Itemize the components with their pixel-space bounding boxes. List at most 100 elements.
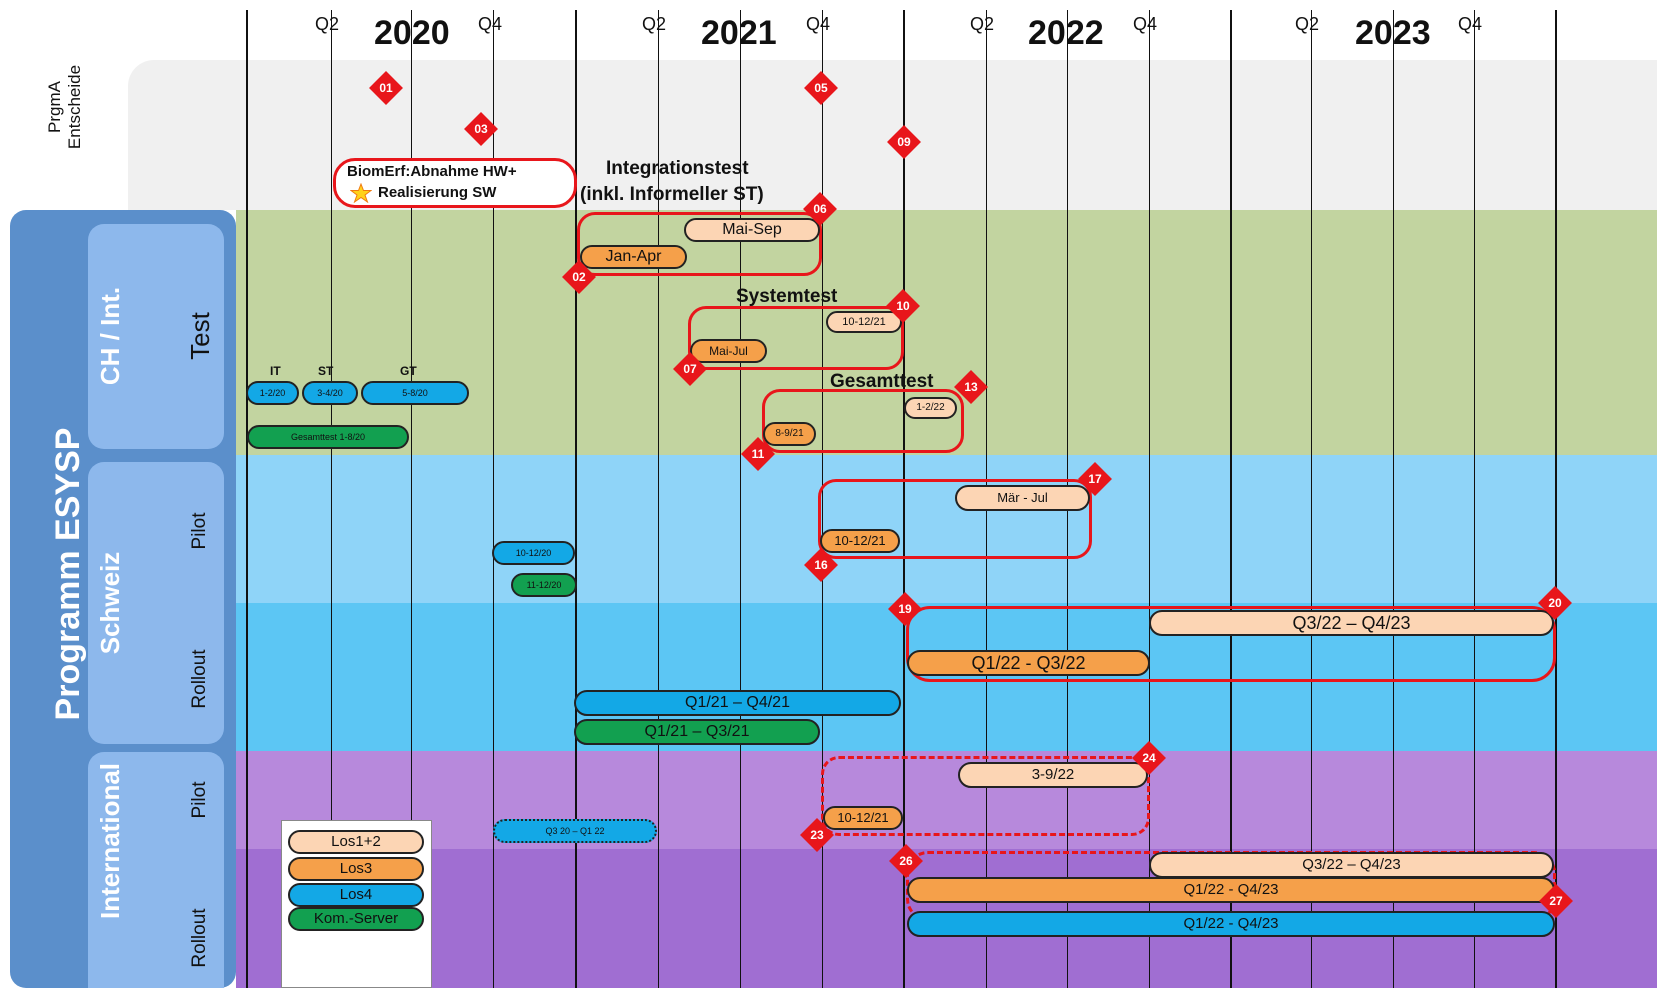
- legend-los3: Los3: [288, 857, 424, 881]
- legend-kom-server: Kom.-Server: [288, 907, 424, 931]
- test-label: Test: [185, 312, 215, 360]
- gridline-2022: [903, 10, 905, 988]
- gridline-end: [1555, 10, 1557, 988]
- bar-mai-sep[interactable]: Mai-Sep: [684, 218, 820, 242]
- bar-pilot-10-12-20[interactable]: 10-12/20: [492, 541, 575, 565]
- gridline-2020-q3: [411, 10, 412, 988]
- gridline-2020-q2: [331, 10, 332, 988]
- milestone-23[interactable]: 23: [800, 818, 834, 852]
- q2-2021: Q2: [642, 14, 667, 34]
- gridline-2023-q4: [1474, 10, 1475, 988]
- bar-int-pilot-10-12-21[interactable]: 10-12/21: [823, 806, 903, 830]
- milestone-02[interactable]: 02: [562, 260, 596, 294]
- q2-2022: Q2: [970, 14, 995, 34]
- year-2020: 2020: [374, 14, 450, 52]
- bar-int-pilot-3-9-22[interactable]: 3-9/22: [958, 762, 1148, 788]
- milestone-06[interactable]: 06: [803, 192, 837, 226]
- year-2023: 2023: [1355, 14, 1431, 52]
- international-label: International: [95, 762, 125, 919]
- bar-jan-apr[interactable]: Jan-Apr: [580, 245, 687, 269]
- label-st: ST: [318, 364, 334, 378]
- milestone-01[interactable]: 01: [369, 71, 403, 105]
- year-2021: 2021: [701, 14, 777, 52]
- bar-int-rollout-q3-22-q4-23[interactable]: Q3/22 – Q4/23: [1149, 852, 1554, 878]
- gridline-2021-q2: [658, 10, 659, 988]
- gridline-2021-q3: [740, 10, 741, 988]
- bar-st-3-4-20[interactable]: 3-4/20: [302, 381, 358, 405]
- gridline-2021-q4: [822, 10, 823, 988]
- bar-gesamttest-1-8-20[interactable]: Gesamttest 1-8/20: [247, 425, 409, 449]
- integrationstest-title: Integrationstest: [606, 158, 749, 179]
- label-gt: GT: [400, 364, 417, 378]
- bar-int-rollout-q1-22-q4-23-blue[interactable]: Q1/22 - Q4/23: [907, 911, 1555, 937]
- bar-rollout-q1-22-q3-22[interactable]: Q1/22 - Q3/22: [907, 650, 1150, 676]
- prgma-label-line2: Entscheide: [65, 64, 84, 150]
- schweiz-rollout-label: Rollout: [189, 649, 210, 709]
- milestone-19[interactable]: 19: [888, 592, 922, 626]
- bar-pilot-10-12-21[interactable]: 10-12/21: [820, 529, 900, 553]
- milestone-11[interactable]: 11: [741, 437, 775, 471]
- milestone-20[interactable]: 20: [1538, 586, 1572, 620]
- bar-rollout-q1-21-q4-21[interactable]: Q1/21 – Q4/21: [574, 690, 901, 716]
- milestone-13[interactable]: 13: [954, 370, 988, 404]
- milestone-17[interactable]: 17: [1078, 462, 1112, 496]
- bar-rollout-q3-22-q4-23[interactable]: Q3/22 – Q4/23: [1149, 610, 1554, 636]
- ch-int-label: CH / Int.: [95, 286, 125, 386]
- gridline-2021: [575, 10, 577, 988]
- bar-pilot-mar-jul[interactable]: Mär - Jul: [955, 485, 1090, 511]
- q4-2023: Q4: [1458, 14, 1483, 34]
- biomerf-line2: Realisierung SW: [378, 184, 497, 201]
- bar-mai-jul[interactable]: Mai-Jul: [690, 339, 767, 363]
- gridline-2022-q4: [1149, 10, 1150, 988]
- milestone-09[interactable]: 09: [887, 125, 921, 159]
- band-int-pilot: [236, 751, 1657, 849]
- bar-it-1-2-20[interactable]: 1-2/20: [246, 381, 299, 405]
- gridline-2023-q2: [1311, 10, 1312, 988]
- milestone-16[interactable]: 16: [804, 548, 838, 582]
- schweiz-label: Schweiz: [95, 551, 125, 655]
- milestone-26[interactable]: 26: [889, 844, 923, 878]
- gridline-2020-q4: [493, 10, 494, 988]
- q4-2020: Q4: [478, 14, 503, 34]
- q2-2023: Q2: [1295, 14, 1320, 34]
- q2-2020: Q2: [315, 14, 340, 34]
- bar-rollout-q1-21-q3-21[interactable]: Q1/21 – Q3/21: [574, 719, 820, 745]
- q4-2021: Q4: [806, 14, 831, 34]
- legend-los12: Los1+2: [288, 830, 424, 854]
- int-pilot-frame: [821, 756, 1150, 836]
- programm-label: Programm ESYSP: [49, 427, 87, 721]
- schweiz-rollout-frame: [906, 606, 1556, 682]
- milestone-03[interactable]: 03: [464, 112, 498, 146]
- prgma-label-line1: PrgmA: [45, 81, 64, 133]
- integrationstest-frame: [577, 212, 822, 276]
- milestone-27[interactable]: 27: [1539, 884, 1573, 918]
- biomerf-line1: BiomErf:Abnahme HW+: [347, 163, 517, 180]
- bar-int-rollout-q1-22-q4-23-orange[interactable]: Q1/22 - Q4/23: [907, 877, 1555, 903]
- milestone-07[interactable]: 07: [673, 352, 707, 386]
- bar-systemtest-10-12-21[interactable]: 10-12/21: [826, 311, 902, 333]
- schweiz-pilot-frame: [818, 479, 1092, 559]
- gridline-start: [246, 10, 248, 988]
- legend-los4: Los4: [288, 883, 424, 907]
- bar-gesamttest-8-9-21[interactable]: 8-9/21: [763, 422, 816, 446]
- sidebox-schweiz: [88, 462, 224, 744]
- biomerf-callout: [333, 158, 577, 208]
- milestone-05[interactable]: 05: [804, 71, 838, 105]
- sidebox-international: [88, 752, 224, 988]
- milestone-10[interactable]: 10: [886, 289, 920, 323]
- milestone-24[interactable]: 24: [1132, 741, 1166, 775]
- int-pilot-label: Pilot: [189, 781, 210, 819]
- schweiz-pilot-label: Pilot: [189, 512, 210, 550]
- q4-2022: Q4: [1133, 14, 1158, 34]
- bar-gesamttest-1-2-22[interactable]: 1-2/22: [904, 397, 957, 419]
- gridline-2023: [1230, 10, 1232, 988]
- gesamttest-title: Gesamttest: [830, 371, 934, 392]
- bar-int-pilot-q3-20-q1-22[interactable]: Q3 20 – Q1 22: [493, 819, 657, 843]
- systemtest-frame: [688, 306, 904, 370]
- int-rollout-label: Rollout: [189, 908, 210, 968]
- year-2022: 2022: [1028, 14, 1104, 52]
- bar-pilot-11-12-20[interactable]: 11-12/20: [511, 573, 577, 597]
- star-icon: [349, 182, 373, 204]
- bar-gt-5-8-20[interactable]: 5-8/20: [361, 381, 469, 405]
- integrationstest-subtitle: (inkl. Informeller ST): [580, 184, 764, 205]
